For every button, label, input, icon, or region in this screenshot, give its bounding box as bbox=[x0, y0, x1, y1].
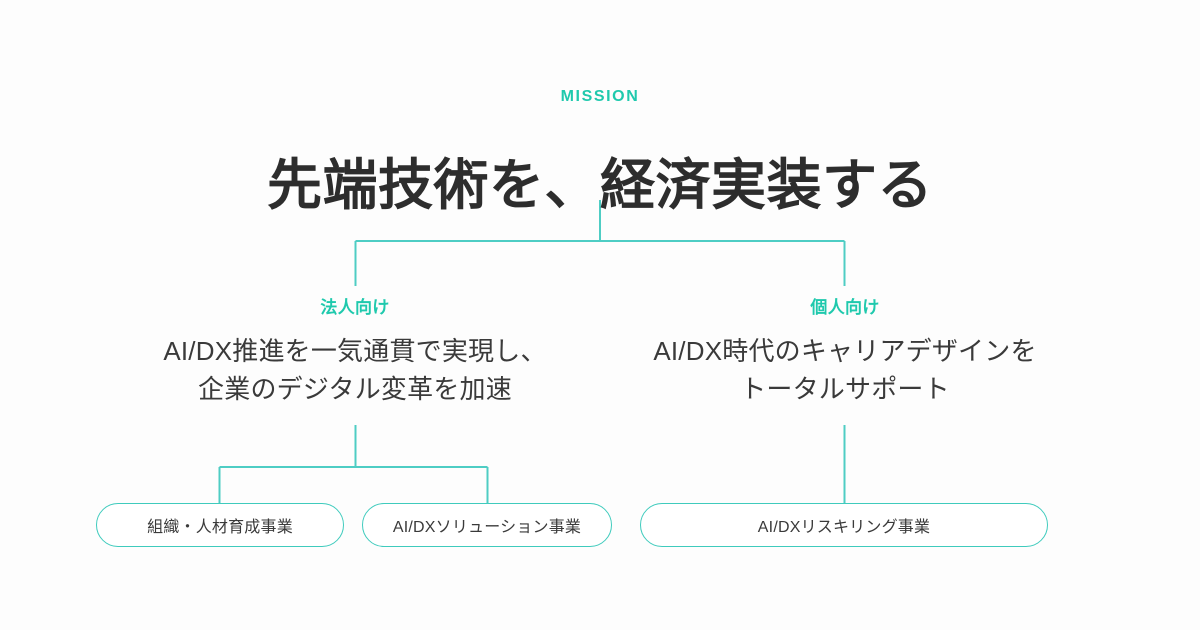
mission-eyebrow-label: MISSION bbox=[560, 88, 640, 105]
branch-individual-description-line-2: トータルサポート bbox=[740, 374, 950, 404]
business-pill-ai-dx-solution[interactable]: AI/DXソリューション事業 bbox=[362, 503, 612, 547]
branch-individual-description: AI/DX時代のキャリアデザインを トータルサポート bbox=[595, 332, 1095, 408]
branch-corporate-description: AI/DX推進を一気通貫で実現し、 企業のデジタル変革を加速 bbox=[105, 332, 605, 408]
business-pill-label: 組織・人材育成事業 bbox=[147, 519, 293, 536]
business-pill-label: AI/DXリスキリング事業 bbox=[757, 519, 931, 536]
branch-corporate-description-line-1: AI/DX推進を一気通貫で実現し、 bbox=[163, 336, 547, 366]
branch-corporate-label: 法人向け bbox=[320, 298, 390, 317]
business-pill-label: AI/DXソリューション事業 bbox=[392, 519, 582, 536]
branch-corporate: 法人向け AI/DX推進を一気通貫で実現し、 企業のデジタル変革を加速 bbox=[105, 296, 605, 408]
branch-individual: 個人向け AI/DX時代のキャリアデザインを トータルサポート bbox=[595, 296, 1095, 408]
business-pill-organization-hr[interactable]: 組織・人材育成事業 bbox=[96, 503, 344, 547]
branch-individual-description-line-1: AI/DX時代のキャリアデザインを bbox=[653, 336, 1037, 366]
branch-corporate-description-line-2: 企業のデジタル変革を加速 bbox=[198, 374, 512, 404]
page-title: 先端技術を、経済実装する bbox=[266, 153, 933, 216]
business-pill-ai-dx-reskilling[interactable]: AI/DXリスキリング事業 bbox=[640, 503, 1048, 547]
branch-individual-label: 個人向け bbox=[810, 298, 880, 317]
